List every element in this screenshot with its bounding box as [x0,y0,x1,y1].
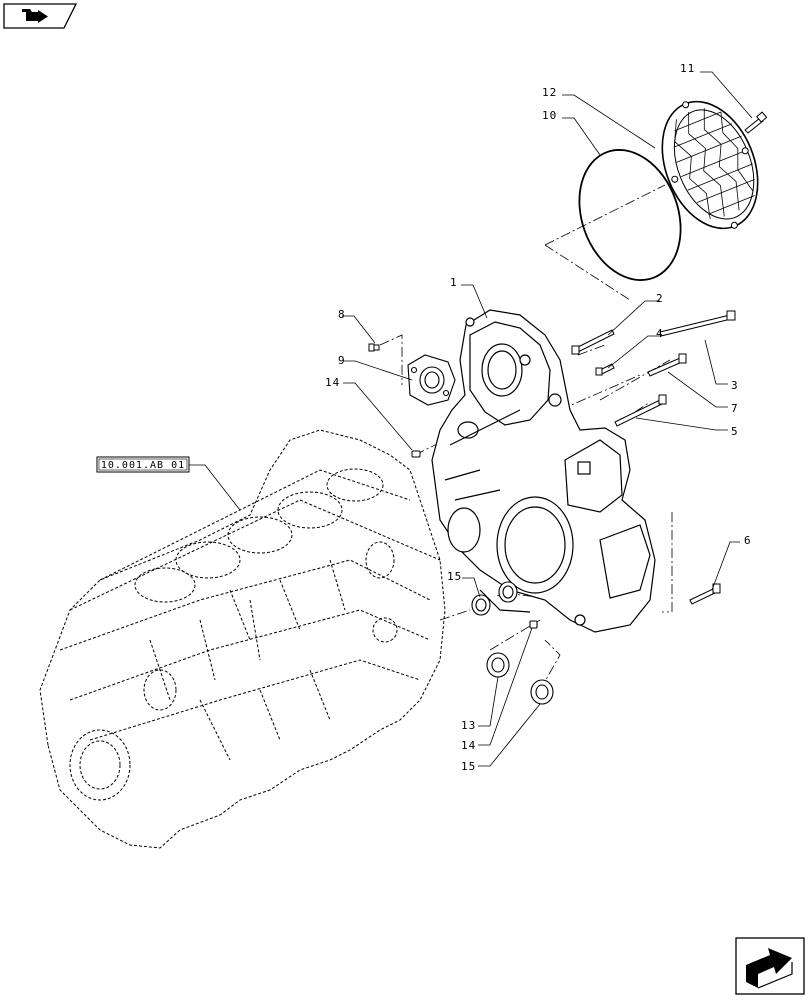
callout-6: 6 [744,534,752,547]
callout-5: 5 [731,425,739,438]
engine-block [39,429,446,849]
folder-arrow-icon [22,9,48,23]
next-page-button[interactable] [735,937,805,995]
callout-12: 12 [542,86,557,99]
cover-plate [661,100,759,230]
callout-13: 13 [461,719,476,732]
seals [471,581,554,705]
callout-9: 9 [338,354,346,367]
reference-leader [189,464,241,511]
flange-9 [407,354,456,406]
callout-8: 8 [338,308,346,321]
callout-15-lower: 15 [461,760,476,773]
reference-tag[interactable]: 10.001.AB 01 [96,456,190,473]
callout-3: 3 [731,379,739,392]
callout-2: 2 [656,292,664,305]
plug-14-upper [411,450,421,458]
reference-label: 10.001.AB 01 [101,460,185,471]
callout-11: 11 [680,62,695,75]
bolt-11 [744,111,768,134]
screw-8 [368,343,380,352]
top-nav-button[interactable] [3,3,78,29]
callout-15-upper: 15 [447,570,462,583]
callouts: 11 12 10 1 2 4 3 7 5 6 8 9 14 15 13 14 1… [325,62,752,773]
next-page-arrow-icon [746,948,793,989]
callout-10: 10 [542,109,557,122]
callout-4: 4 [656,327,664,340]
bolts [571,310,736,605]
callout-14-upper: 14 [325,376,340,389]
callout-1: 1 [450,276,458,289]
gear-housing [431,309,656,633]
o-ring [578,149,682,281]
callout-14-lower: 14 [461,739,476,752]
leader-lines [342,71,753,767]
callout-7: 7 [731,402,739,415]
